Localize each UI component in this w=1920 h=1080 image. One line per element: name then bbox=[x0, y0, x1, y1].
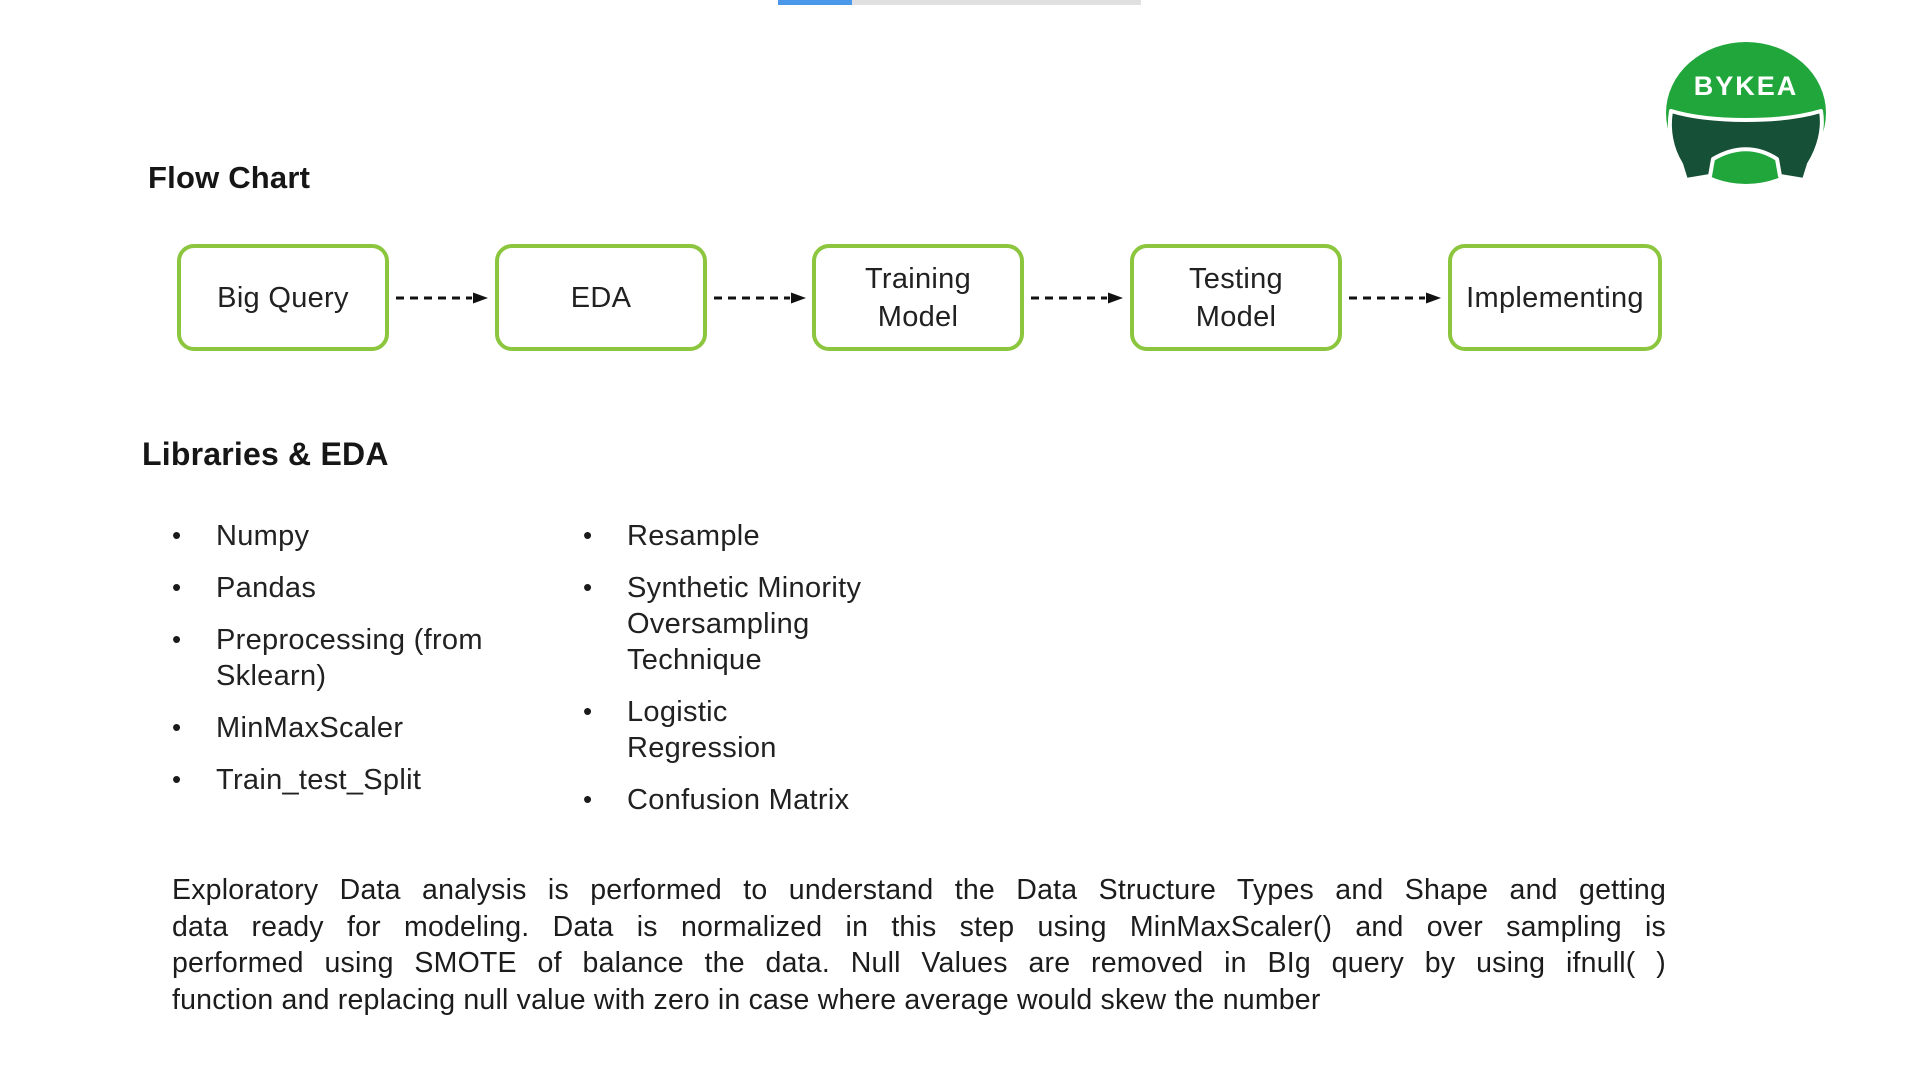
paragraph-line: function and replacing null value with z… bbox=[172, 983, 1321, 1016]
list-item: • Train_test_Split bbox=[172, 762, 532, 798]
list-item: • MinMaxScaler bbox=[172, 710, 532, 746]
list-item-label: Preprocessing (from Sklearn) bbox=[216, 624, 483, 692]
flow-arrow-icon bbox=[396, 292, 488, 304]
bullet-icon: • bbox=[172, 712, 182, 742]
flow-step-big-query: Big Query bbox=[177, 244, 389, 351]
list-item: • Pandas bbox=[172, 570, 532, 606]
paragraph-line: data ready for modeling. Data is normali… bbox=[172, 910, 1666, 943]
list-item: • Confusion Matrix bbox=[583, 782, 903, 818]
flow-chart-heading: Flow Chart bbox=[148, 160, 311, 195]
logo-brand-text: BYKEA bbox=[1694, 71, 1799, 101]
list-item-label: Pandas bbox=[216, 572, 317, 604]
libraries-list-column-1: • Numpy • Pandas • Preprocessing (from S… bbox=[172, 518, 532, 814]
list-item-label: MinMaxScaler bbox=[216, 712, 404, 744]
flow-step-testing-model: Testing Model bbox=[1130, 244, 1342, 351]
bullet-icon: • bbox=[172, 572, 182, 602]
bullet-icon: • bbox=[172, 520, 182, 550]
list-item-label: Synthetic Minority Oversampling Techniqu… bbox=[627, 572, 862, 676]
flow-arrow-icon bbox=[714, 292, 806, 304]
bullet-icon: • bbox=[172, 624, 182, 654]
list-item-label: Numpy bbox=[216, 520, 310, 552]
list-item: • Preprocessing (from Sklearn) bbox=[172, 622, 532, 694]
list-item: • Logistic Regression bbox=[583, 694, 903, 766]
list-item: • Synthetic Minority Oversampling Techni… bbox=[583, 570, 903, 678]
horizontal-scrollbar-thumb[interactable] bbox=[778, 0, 852, 5]
bullet-icon: • bbox=[172, 764, 182, 794]
libraries-eda-heading: Libraries & EDA bbox=[142, 436, 389, 472]
flow-step-implementing: Implementing bbox=[1448, 244, 1662, 351]
flow-step-eda: EDA bbox=[495, 244, 707, 351]
list-item: • Resample bbox=[583, 518, 903, 554]
list-item-label: Logistic Regression bbox=[627, 696, 777, 764]
bykea-logo: BYKEA bbox=[1666, 42, 1826, 184]
list-item-label: Train_test_Split bbox=[216, 764, 422, 796]
libraries-list-column-2: • Resample • Synthetic Minority Oversamp… bbox=[583, 518, 903, 834]
bullet-icon: • bbox=[583, 696, 593, 726]
list-item-label: Confusion Matrix bbox=[627, 784, 850, 816]
helmet-visor-shape bbox=[1667, 109, 1824, 182]
bullet-icon: • bbox=[583, 520, 593, 550]
eda-description-paragraph: Exploratory Data analysis is performed t… bbox=[172, 872, 1666, 1018]
bullet-icon: • bbox=[583, 784, 593, 814]
bullet-icon: • bbox=[583, 572, 593, 602]
paragraph-line: performed using SMOTE of balance the dat… bbox=[172, 947, 1666, 979]
list-item: • Numpy bbox=[172, 518, 532, 554]
paragraph-line: Exploratory Data analysis is performed t… bbox=[172, 874, 1666, 906]
flow-arrow-icon bbox=[1349, 292, 1441, 304]
flow-step-training-model: Training Model bbox=[812, 244, 1024, 351]
flow-arrow-icon bbox=[1031, 292, 1123, 304]
horizontal-scrollbar-track[interactable] bbox=[778, 0, 1141, 5]
list-item-label: Resample bbox=[627, 520, 760, 552]
